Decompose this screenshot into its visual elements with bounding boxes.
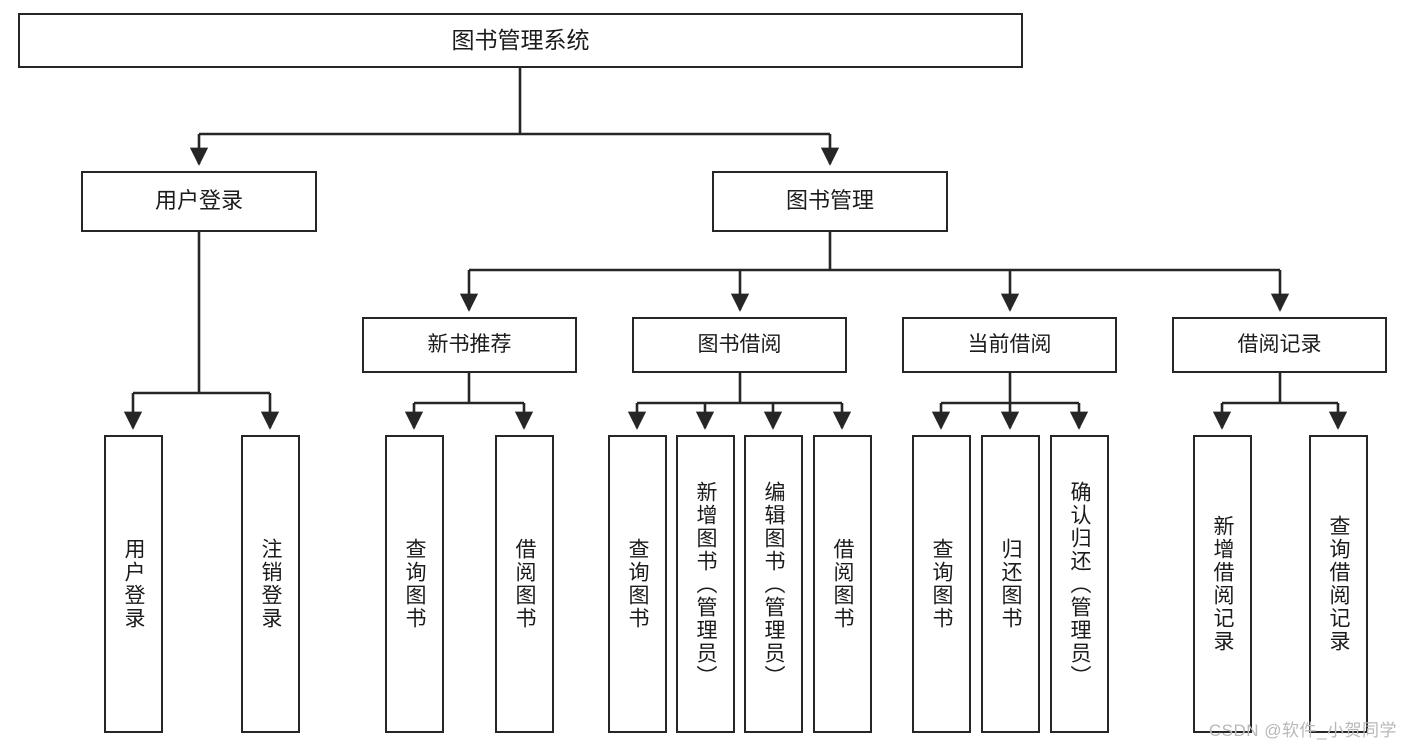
node-label: 借阅图书 [831,538,854,630]
node-label: 确认归还（管理员） [1068,480,1091,688]
leaf-query-book-borrow[interactable]: 查询图书 [608,435,667,733]
node-label: 借阅图书 [513,538,536,630]
node-label: 新增借阅记录 [1211,515,1234,653]
leaf-confirm-return[interactable]: 确认归还（管理员） [1050,435,1109,733]
node-label: 用户登录 [154,188,243,214]
leaf-user-login[interactable]: 用户登录 [104,435,163,733]
node-label: 新增图书（管理员） [694,480,717,688]
leaf-query-book-current[interactable]: 查询图书 [912,435,971,733]
leaf-return-book[interactable]: 归还图书 [981,435,1040,733]
node-label: 归还图书 [999,538,1022,630]
node-book-borrow[interactable]: 图书借阅 [632,317,847,373]
leaf-add-book[interactable]: 新增图书（管理员） [676,435,735,733]
node-book-manage[interactable]: 图书管理 [712,171,948,232]
leaf-logout-login[interactable]: 注销登录 [241,435,300,733]
node-current-borrow[interactable]: 当前借阅 [902,317,1117,373]
leaf-edit-book[interactable]: 编辑图书（管理员） [744,435,803,733]
node-borrow-record[interactable]: 借阅记录 [1172,317,1387,373]
leaf-add-borrow-record[interactable]: 新增借阅记录 [1193,435,1252,733]
node-label: 用户登录 [122,538,145,630]
leaf-borrow-book-recommend[interactable]: 借阅图书 [495,435,554,733]
node-user-login[interactable]: 用户登录 [81,171,317,232]
node-label: 查询图书 [403,538,426,630]
node-label: 当前借阅 [967,333,1052,357]
node-label: 查询图书 [930,538,953,630]
node-label: 借阅记录 [1237,333,1322,357]
node-root-system[interactable]: 图书管理系统 [18,13,1023,68]
node-label: 图书管理 [785,188,874,214]
node-label: 编辑图书（管理员） [762,480,785,688]
node-label: 新书推荐 [427,333,512,357]
node-label: 注销登录 [259,538,282,630]
leaf-borrow-book[interactable]: 借阅图书 [813,435,872,733]
node-label: 查询图书 [626,538,649,630]
node-label: 图书借阅 [697,333,782,357]
node-label: 查询借阅记录 [1327,515,1350,653]
node-label: 图书管理系统 [451,26,590,53]
node-new-book-recommend[interactable]: 新书推荐 [362,317,577,373]
leaf-query-borrow-record[interactable]: 查询借阅记录 [1309,435,1368,733]
watermark-text: CSDN @软件_小贺同学 [1208,721,1397,740]
leaf-query-book-recommend[interactable]: 查询图书 [385,435,444,733]
